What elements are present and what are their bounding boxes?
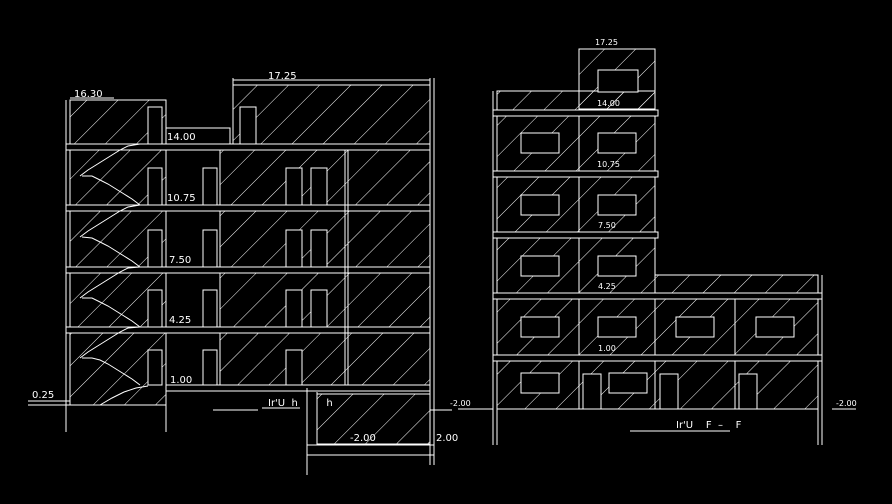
top-floor-hatch [232,84,431,148]
level-a-16-30: 16.30 [74,89,103,100]
level-a-7-50: 7.50 [169,255,191,266]
stair-flight [79,143,141,177]
section-a-title: Ir'U h h [268,398,333,409]
basement-hatch [316,393,431,445]
section-b [458,48,856,445]
basement-level-a: -2.00 [350,433,376,444]
level-a-0-25: 0.25 [32,390,54,401]
level-b-17-25: 17.25 [595,38,618,47]
ground-level-b-left: -2.00 [450,399,471,408]
level-a-1-00: 1.00 [170,375,192,386]
level-a-10-75: 10.75 [167,193,196,204]
section-a [28,78,452,475]
ground-level-b-right: -2.00 [836,399,857,408]
level-a-14-00: 14.00 [167,132,196,143]
level-a-4-25: 4.25 [169,315,191,326]
level-b-1-00: 1.00 [598,344,616,353]
level-b-4-25: 4.25 [598,282,616,291]
level-a-17-25: 17.25 [268,71,297,82]
section-b-title: Ir'U F – F [676,420,742,431]
level-b-14-00: 14.00 [597,99,620,108]
level-b-7-50: 7.50 [598,221,616,230]
basement-level-b: 2.00 [436,433,458,444]
level-b-10-75: 10.75 [597,160,620,169]
